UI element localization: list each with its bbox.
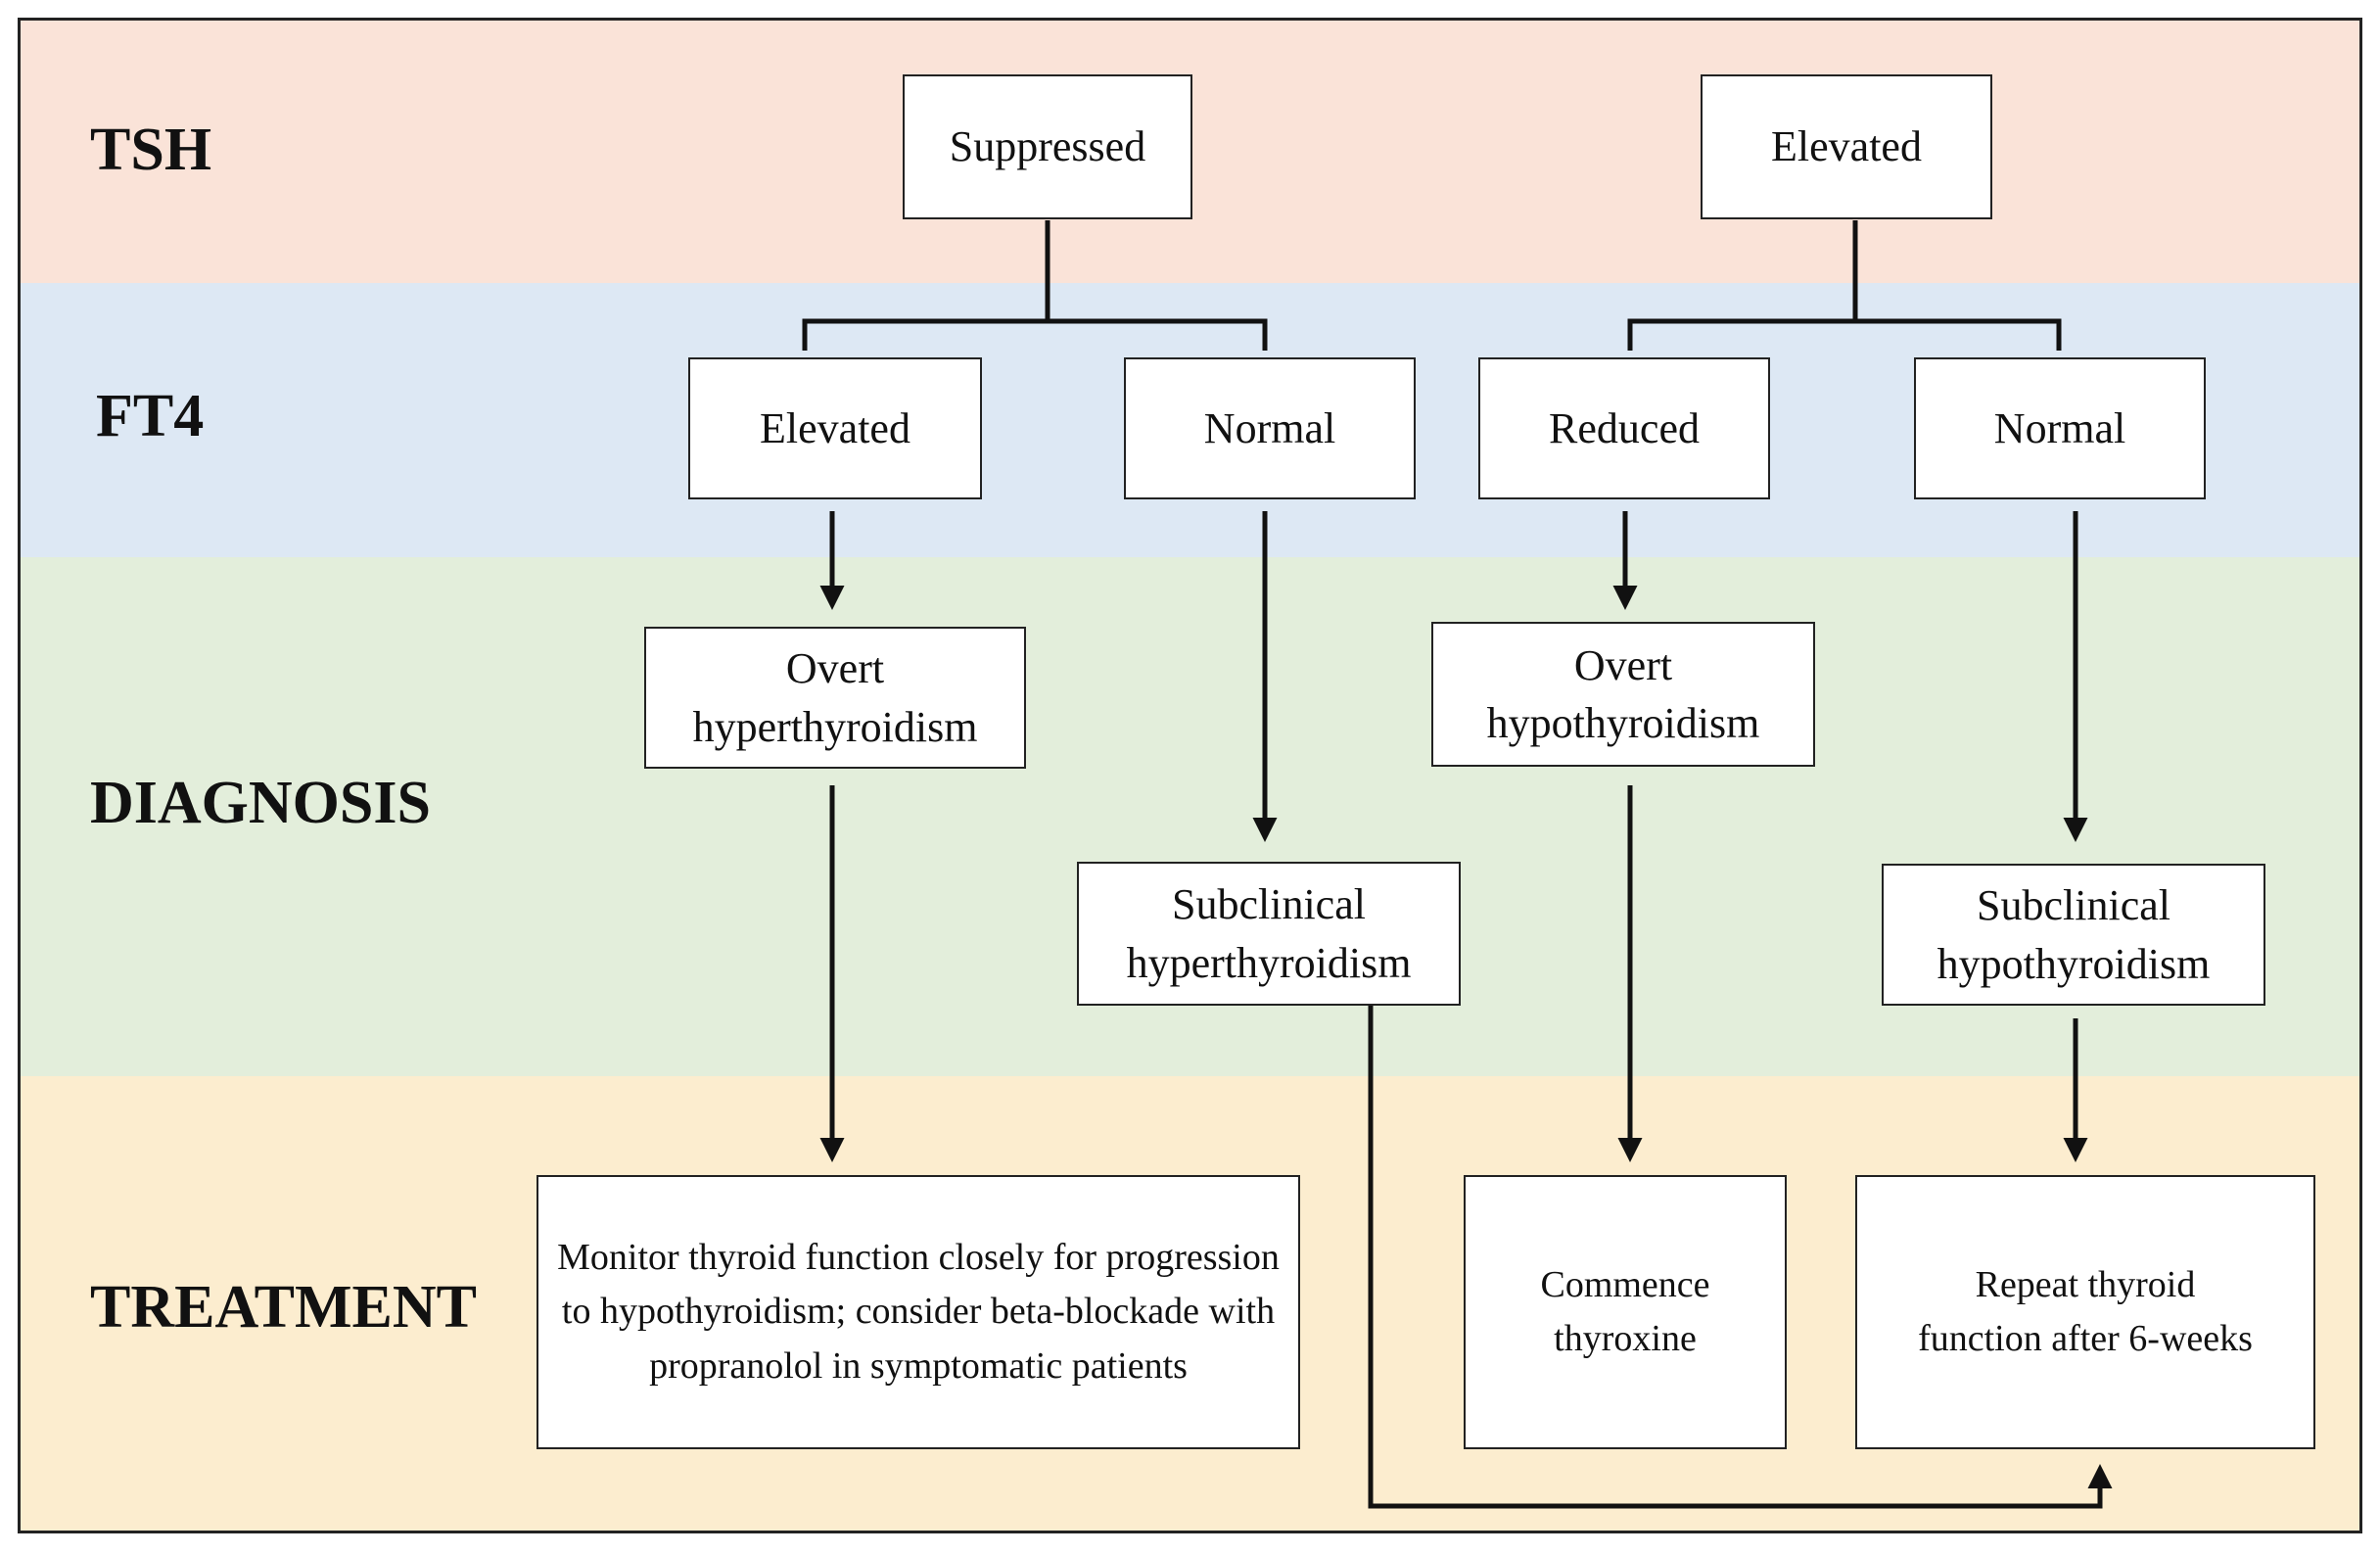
overt-hypothyroidism-label: Overt hypothyroidism xyxy=(1486,640,1760,747)
overt-hyperthyroidism-label: Overt hyperthyroidism xyxy=(692,644,978,751)
ft4-reduced-node: Reduced xyxy=(1478,357,1770,499)
ft4-elevated-label: Elevated xyxy=(760,403,910,452)
commence-thyroxine-node: Commence thyroxine xyxy=(1464,1175,1787,1449)
tsh-suppressed-branch-right xyxy=(1048,318,1268,351)
overt-hypothyroidism-node: Overt hypothyroidism xyxy=(1431,622,1815,767)
subclinical-hypothyroidism-label: Subclinical hypothyroidism xyxy=(1937,881,2211,988)
ft4-normal-right-node: Normal xyxy=(1914,357,2206,499)
ft4-normal-right-label: Normal xyxy=(1993,403,2126,452)
subclinical-hypothyroidism-node: Subclinical hypothyroidism xyxy=(1882,864,2265,1006)
ft4-elevated-node: Elevated xyxy=(688,357,982,499)
tsh-suppressed-label: Suppressed xyxy=(949,122,1146,171)
tsh-elevated-branch-right xyxy=(1855,318,2062,351)
ft4-normal-left-label: Normal xyxy=(1203,403,1336,452)
tsh-suppressed-node: Suppressed xyxy=(903,74,1192,219)
monitor-treatment-label: Monitor thyroid function closely for pro… xyxy=(557,1237,1280,1387)
ft4-reduced-label: Reduced xyxy=(1549,403,1700,452)
subclinical-hyperthyroidism-node: Subclinical hyperthyroidism xyxy=(1077,862,1461,1006)
monitor-treatment-node: Monitor thyroid function closely for pro… xyxy=(537,1175,1300,1449)
overt-hyperthyroidism-node: Overt hyperthyroidism xyxy=(644,627,1026,769)
repeat-thyroid-function-node: Repeat thyroid function after 6-weeks xyxy=(1855,1175,2315,1449)
ft4-normal-left-node: Normal xyxy=(1124,357,1416,499)
tsh-elevated-label: Elevated xyxy=(1771,122,1922,171)
tsh-elevated-node: Elevated xyxy=(1701,74,1992,219)
row-label-ft4: FT4 xyxy=(96,383,205,449)
commence-thyroxine-label: Commence thyroxine xyxy=(1540,1263,1710,1359)
row-label-diagnosis: DIAGNOSIS xyxy=(90,770,431,836)
row-label-treatment: TREATMENT xyxy=(90,1274,478,1341)
tsh-suppressed-branch xyxy=(802,220,1050,351)
repeat-thyroid-function-label: Repeat thyroid function after 6-weeks xyxy=(1918,1263,2253,1359)
subclinical-hyperthyroidism-label: Subclinical hyperthyroidism xyxy=(1126,880,1412,987)
arrow-subclinical-hyper-to-repeat xyxy=(1368,1006,2113,1509)
row-label-tsh: TSH xyxy=(90,117,212,183)
tsh-elevated-branch xyxy=(1627,220,1858,351)
